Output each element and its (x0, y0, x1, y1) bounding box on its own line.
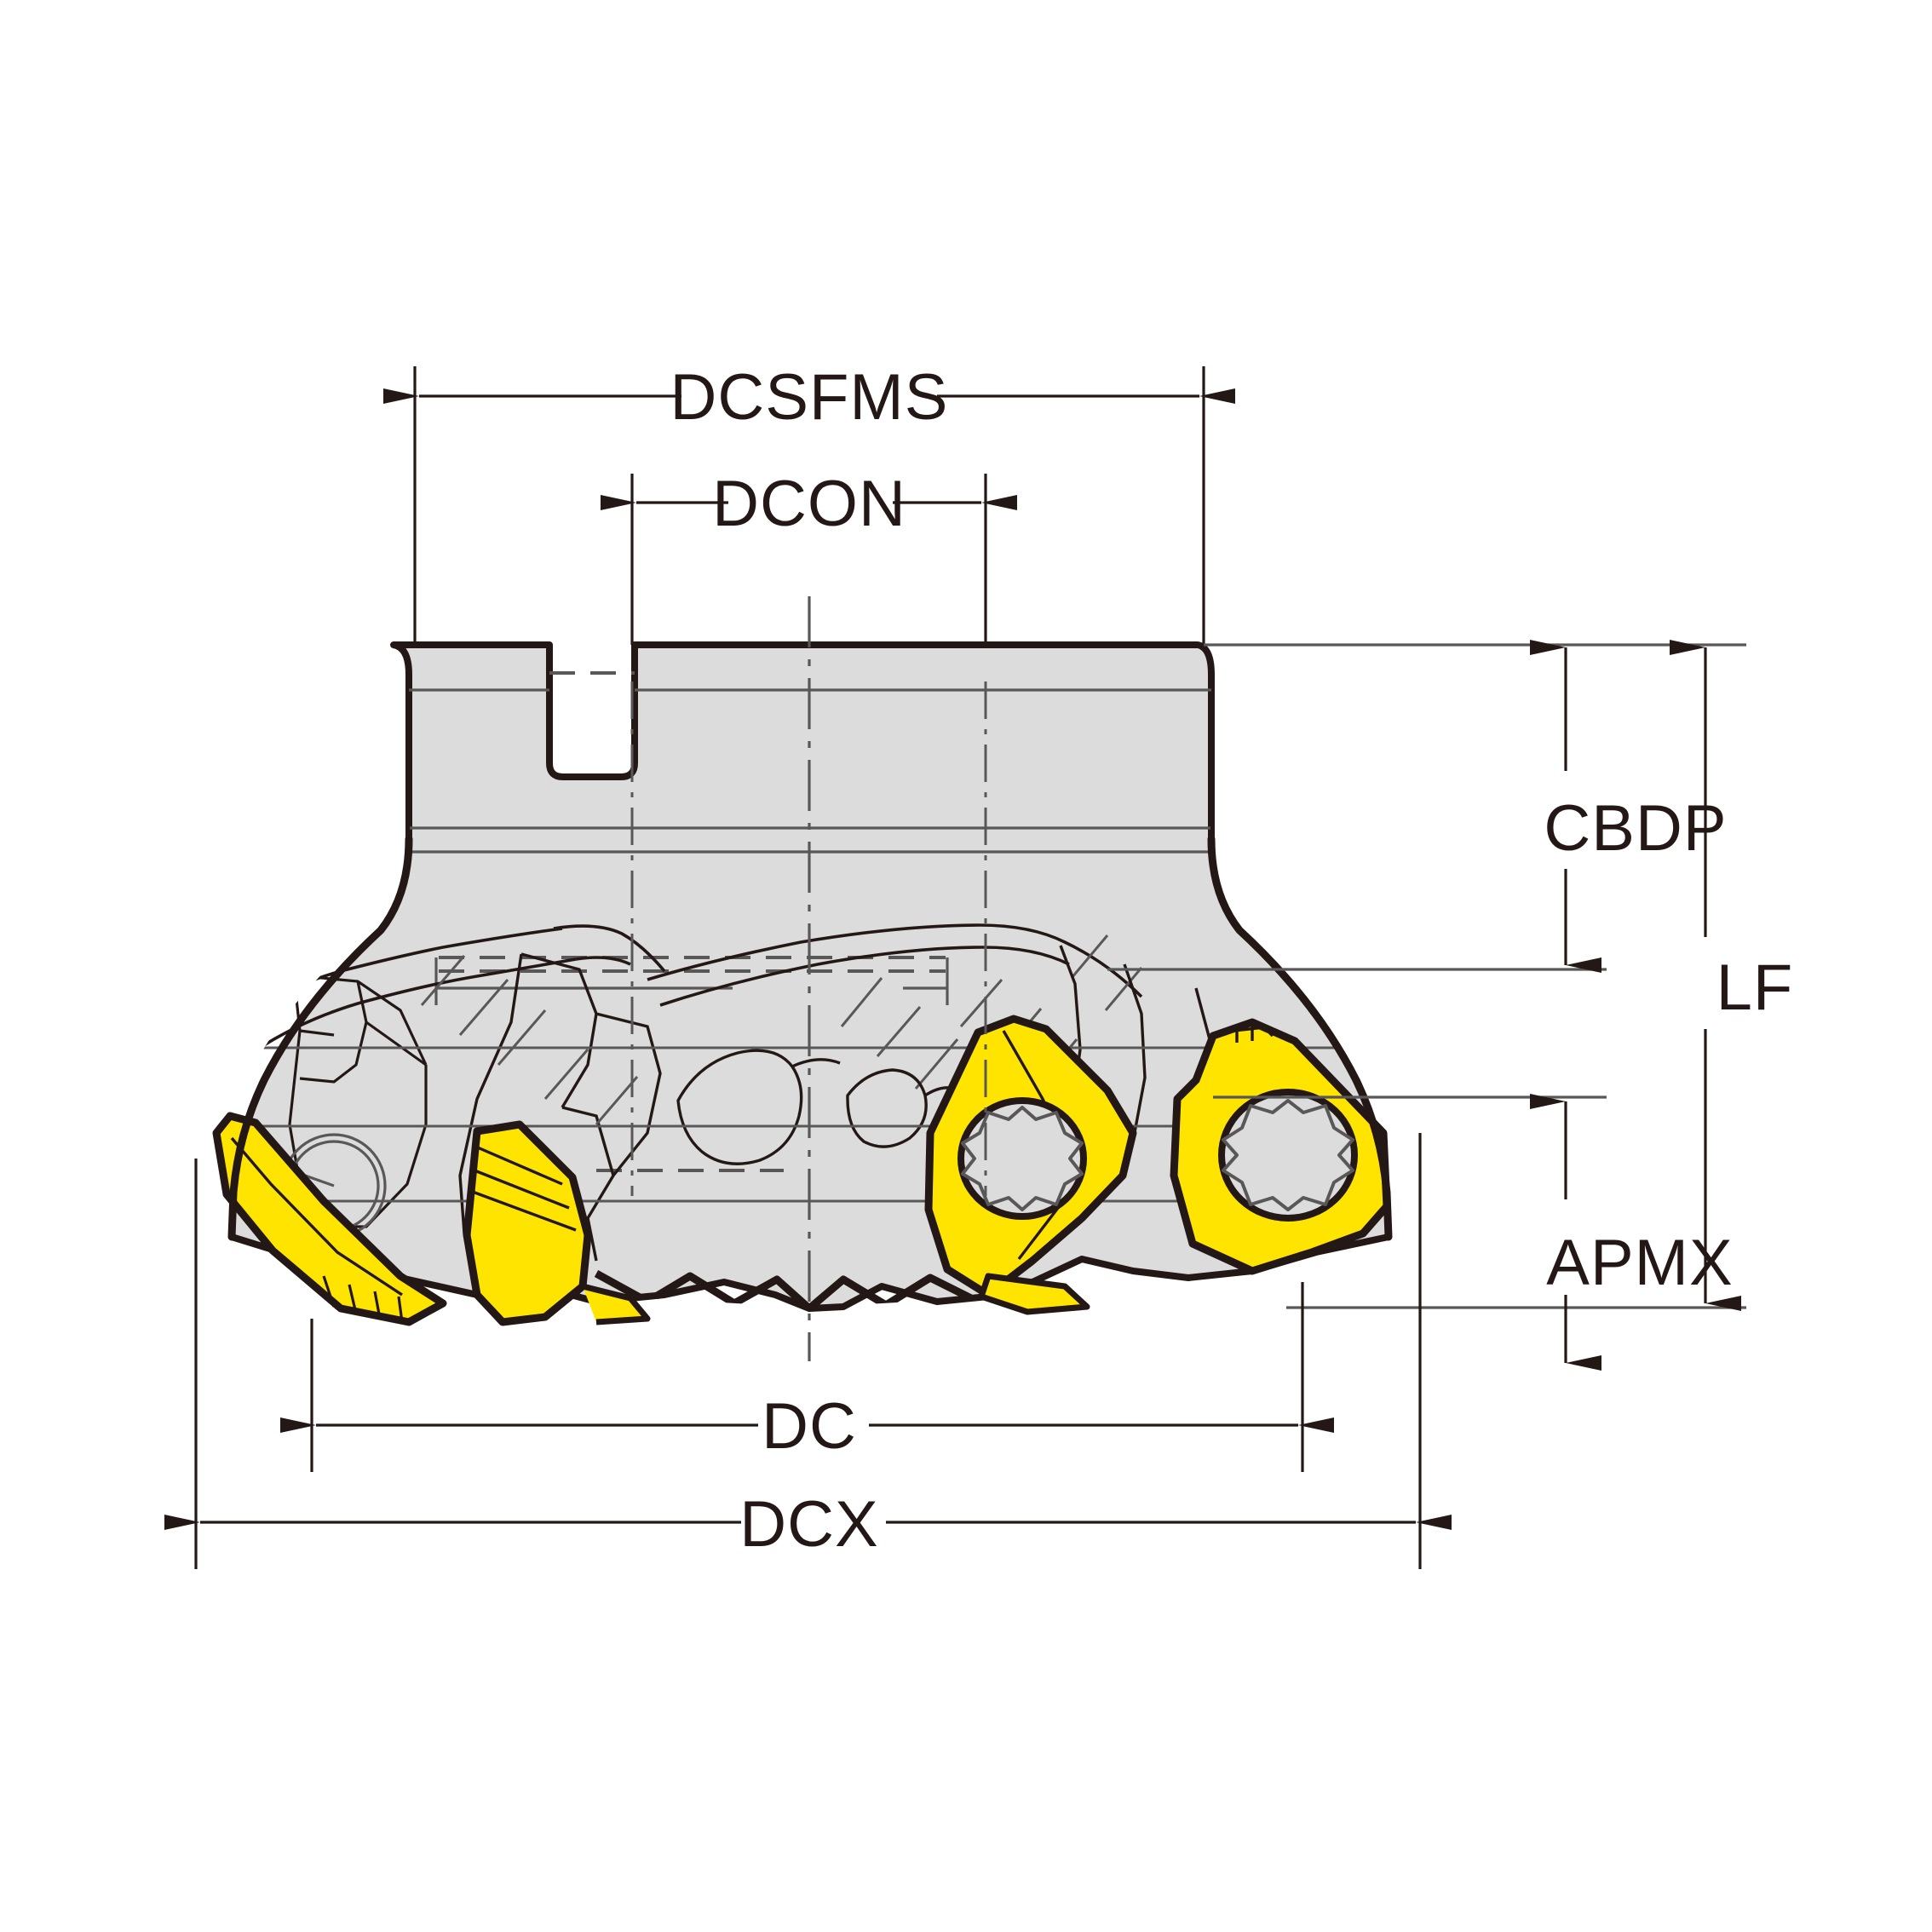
cutting-insert-left-inner (463, 1120, 651, 1326)
insert-edge-serrations (322, 1275, 404, 1323)
dim-label-lf: LF (1716, 952, 1794, 1024)
dimension-layer: DCSFMS DCON CBDP LF (164, 361, 1794, 1569)
dimension-dcon: DCON (601, 468, 1017, 645)
dimension-dc: DC (280, 1282, 1334, 1472)
dim-label-dcon: DCON (712, 468, 906, 540)
cutter-body-group (212, 596, 1393, 1361)
dimension-cbdp: CBDP (1530, 640, 1727, 973)
bore-step-lines (434, 957, 949, 1005)
torx-screw-icon (961, 1106, 1084, 1211)
dim-label-dcx: DCX (739, 1488, 878, 1561)
dim-label-dc: DC (762, 1390, 857, 1463)
cutting-insert-center-right (924, 1015, 1137, 1315)
dim-label-dcsfms: DCSFMS (670, 361, 949, 434)
dimension-lf: LF (1670, 640, 1794, 1311)
head-outer-contour-right (1207, 835, 1393, 1241)
bore-axis-lines (630, 681, 987, 1196)
dimension-apmx: APMX (1530, 1094, 1733, 1371)
dim-label-cbdp: CBDP (1544, 792, 1727, 865)
torx-screw-icon (1222, 1099, 1354, 1211)
cutting-insert-right-outer (1170, 1018, 1391, 1275)
head-outer-contour (227, 835, 413, 1241)
dim-label-apmx: APMX (1546, 1227, 1733, 1299)
dimension-dcsfms: DCSFMS (383, 361, 1235, 645)
dimension-dcx: DCX (164, 1133, 1452, 1569)
